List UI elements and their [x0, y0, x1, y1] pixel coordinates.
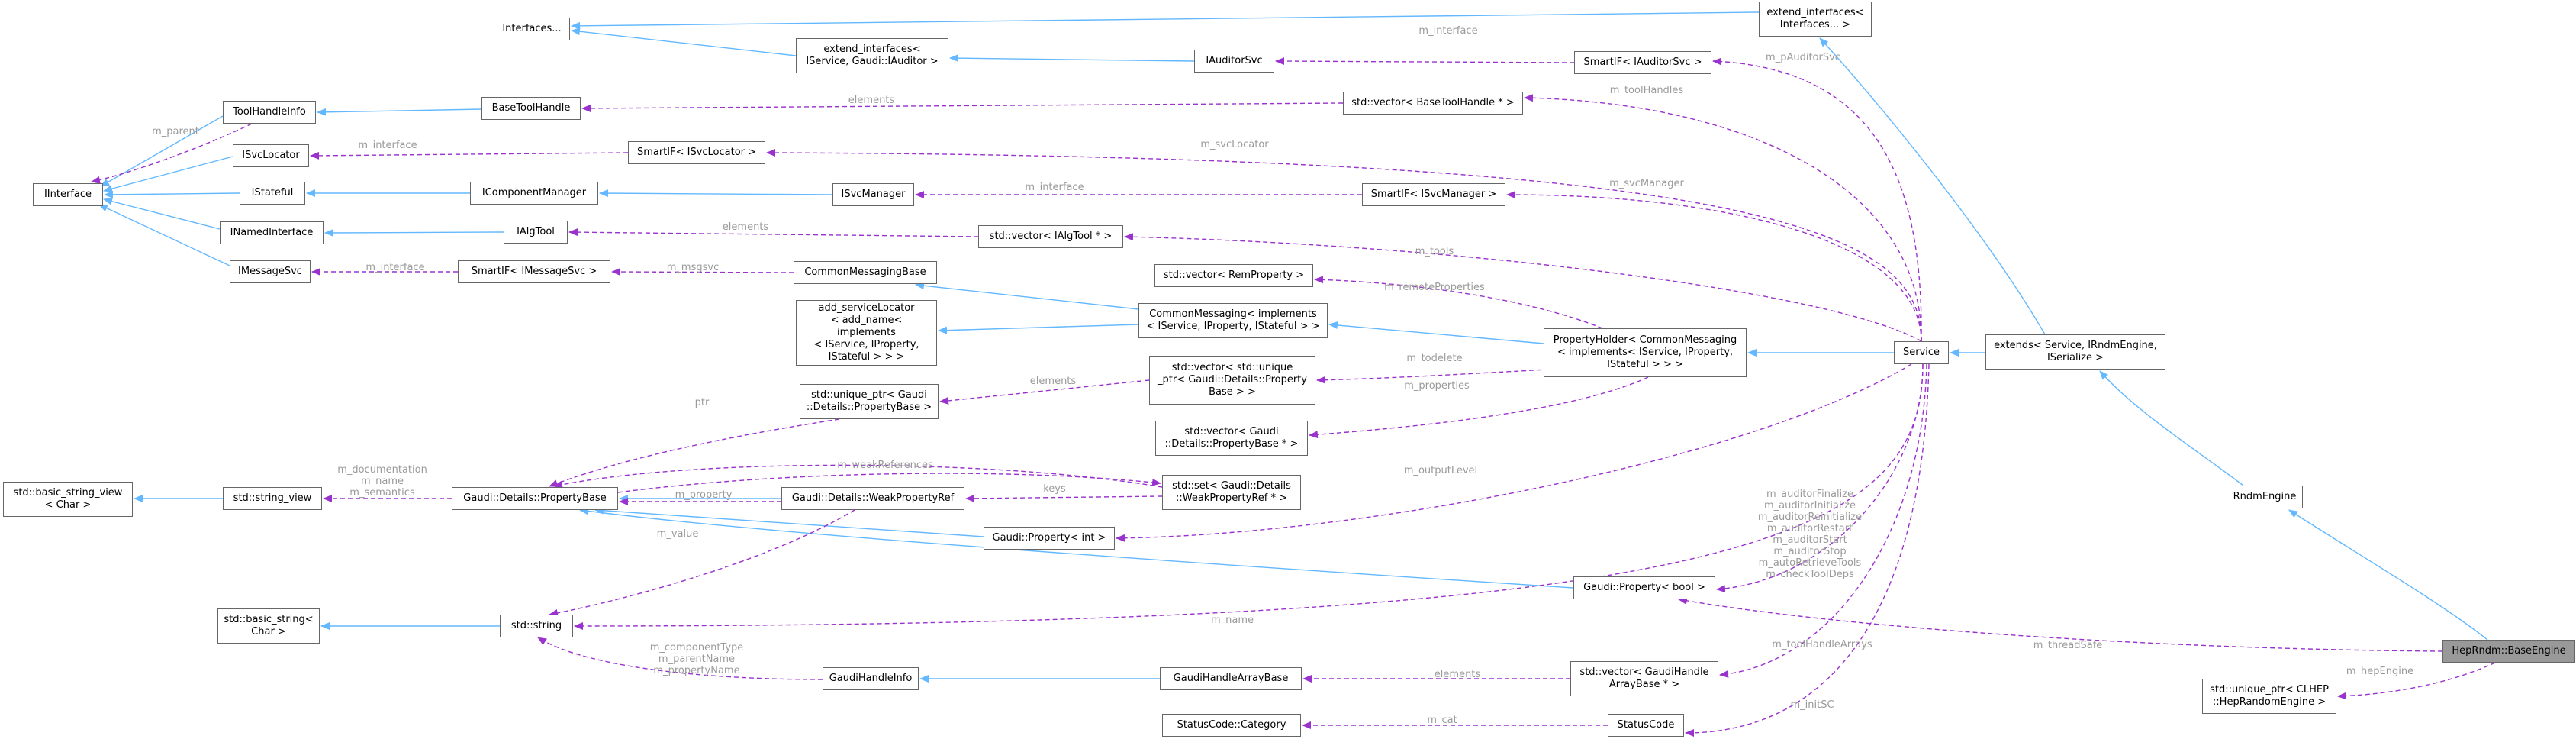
- node-std-string[interactable]: std::string: [500, 615, 573, 637]
- usage-edge-uptr-heprandomengine-to-baseengine: [2337, 662, 2496, 700]
- node-heprndm-baseengine[interactable]: HepRndm::BaseEngine: [2442, 640, 2575, 663]
- node-iinterface[interactable]: IInterface: [33, 183, 103, 206]
- node-inamedinterface[interactable]: INamedInterface: [220, 221, 324, 244]
- node-smartif-isvcmanager[interactable]: SmartIF< ISvcManager >: [1362, 183, 1505, 206]
- node-vector-gaudihandlearraybase[interactable]: std::vector< GaudiHandle ArrayBase * >: [1570, 661, 1718, 696]
- inheritance-edge-iauditorsvc-to-extend-iaud: [949, 54, 1195, 63]
- node-isvclocator[interactable]: ISvcLocator: [233, 144, 309, 167]
- node-weakpropertyref[interactable]: Gaudi::Details::WeakPropertyRef: [781, 487, 964, 510]
- usage-edge-smartif-aud-to-iauditorsvc: [1275, 57, 1575, 66]
- node-basetoolhandle[interactable]: BaseToolHandle: [481, 97, 581, 120]
- node-gaudihandlearraybase[interactable]: GaudiHandleArrayBase: [1160, 667, 1302, 690]
- usage-edge-statuscode-to-service: [1685, 363, 1930, 737]
- node-smartif-imessagesvc[interactable]: SmartIF< IMessageSvc >: [458, 260, 610, 283]
- inheritance-edge-isvclocator-to-iinterface: [103, 156, 233, 193]
- node-string-view[interactable]: std::string_view: [223, 487, 322, 510]
- node-add-servicelocator[interactable]: add_serviceLocator < add_name< implement…: [796, 300, 937, 366]
- usage-edge-property-bool-to-service: [1716, 363, 1924, 593]
- inheritance-edge-istateful-to-iinterface: [104, 190, 240, 198]
- node-vector-basetoolhandle[interactable]: std::vector< BaseToolHandle * >: [1343, 92, 1523, 115]
- node-toolhandleinfo[interactable]: ToolHandleInfo: [223, 101, 316, 124]
- usage-edge-vec-basetoolhandle-to-service: [1524, 94, 1922, 342]
- node-imessagesvc[interactable]: IMessageSvc: [230, 260, 311, 283]
- usage-edge-std-string-to-gaudihandleinfo: [537, 637, 823, 680]
- node-extend-interfaces-generic[interactable]: extend_interfaces< Interfaces... >: [1759, 2, 1872, 37]
- usage-edge-std-string-to-weakpropertyref: [549, 509, 855, 617]
- usage-edge-propertybase-to-uptr-propbase: [549, 418, 840, 487]
- usage-edge-vec-ialgtool-to-service: [1124, 233, 1922, 342]
- inheritance-edge-imessagesvc-to-iinterface: [98, 204, 230, 266]
- node-uniqueptr-propertybase[interactable]: std::unique_ptr< Gaudi ::Details::Proper…: [800, 384, 939, 419]
- usage-edge-vec-gha-to-service: [1719, 363, 1927, 678]
- usage-edge-iauditorsvc-to-service: [1712, 57, 1922, 342]
- node-isvcmanager[interactable]: ISvcManager: [832, 183, 914, 206]
- usage-edge-smartif-mgr-to-service: [1506, 191, 1922, 342]
- inheritance-edge-extends-service-to-extendgen: [1819, 37, 2046, 335]
- usage-edge-smartif-loc-to-isvclocator: [310, 151, 629, 160]
- usage-edge-vec-remproperty-to-propertyholder: [1314, 276, 1603, 329]
- node-set-weakpropertyref[interactable]: std::set< Gaudi::Details ::WeakPropertyR…: [1162, 475, 1301, 510]
- node-gaudihandleinfo[interactable]: GaudiHandleInfo: [823, 667, 919, 690]
- node-basic-string-view[interactable]: std::basic_string_view < Char >: [3, 482, 133, 517]
- inheritance-edge-property-int-to-propertybase: [594, 506, 984, 537]
- usage-edge-set-weak-to-weakpropertyref: [965, 494, 1163, 502]
- node-vector-propertybase[interactable]: std::vector< Gaudi ::Details::PropertyBa…: [1155, 421, 1308, 456]
- usage-edge-property-bool-to-baseengine: [1678, 596, 2443, 652]
- usage-edge-vec-propbase-to-propertyholder: [1309, 376, 1649, 439]
- node-commonmessaging[interactable]: CommonMessaging< implements < IService, …: [1138, 303, 1328, 338]
- node-service[interactable]: Service: [1894, 341, 1949, 364]
- usage-edge-propertybase-to-set-weak: [617, 473, 1161, 493]
- inheritance-edge-basetoolhandle-to-toolhandleinfo: [317, 108, 482, 116]
- node-icomponentmanager[interactable]: IComponentManager: [470, 182, 598, 205]
- inheritance-edge-commonmessaging-to-commonmessagingbase: [915, 282, 1139, 310]
- inheritance-edge-ialgtool-to-inamedinterface: [324, 228, 504, 237]
- node-property-bool[interactable]: Gaudi::Property< bool >: [1573, 576, 1715, 599]
- usage-edge-vec-ialgtool-to-ialgtool: [568, 228, 979, 237]
- node-extends-service[interactable]: extends< Service, IRndmEngine, ISerializ…: [1985, 334, 2165, 370]
- node-rndmengine[interactable]: RndmEngine: [2227, 486, 2303, 508]
- node-vector-remproperty[interactable]: std::vector< RemProperty >: [1154, 264, 1313, 287]
- node-ialgtool[interactable]: IAlgTool: [504, 221, 568, 244]
- usage-edge-set-weak-to-propertybase: [553, 464, 1163, 489]
- inheritance-edge-baseengine-to-rndmengine: [2288, 509, 2488, 641]
- node-smartif-isvclocator[interactable]: SmartIF< ISvcLocator >: [628, 141, 765, 164]
- node-statuscode[interactable]: StatusCode: [1608, 714, 1684, 737]
- inheritance-edge-propertyholder-to-commonmessaging: [1328, 321, 1544, 344]
- usage-edge-vec-basetoolhandle-to-basetoolhandle: [581, 102, 1344, 112]
- node-property-int[interactable]: Gaudi::Property< int >: [984, 527, 1115, 550]
- inheritance-edge-extend-iaud-to-interfaces: [571, 27, 797, 56]
- node-vector-ialgtool[interactable]: std::vector< IAlgTool * >: [978, 225, 1123, 248]
- node-iauditorsvc[interactable]: IAuditorSvc: [1194, 50, 1274, 73]
- inheritance-edge-rndmengine-to-extends-service: [2099, 370, 2244, 486]
- node-smartif-iauditorsvc[interactable]: SmartIF< IAuditorSvc >: [1574, 51, 1711, 74]
- node-interfaces[interactable]: Interfaces...: [494, 18, 570, 40]
- node-propertyholder[interactable]: PropertyHolder< CommonMessaging < implem…: [1544, 328, 1747, 377]
- inheritance-edge-extendgen-to-interfaces: [571, 11, 1760, 30]
- usage-edge-smartif-loc-to-service: [766, 149, 1922, 342]
- usage-edge-uptr-propbase-to-vec-uptr: [939, 379, 1150, 405]
- node-statuscode-category[interactable]: StatusCode::Category: [1162, 714, 1301, 737]
- node-extend-interfaces-iservice-iauditor[interactable]: extend_interfaces< IService, Gaudi::IAud…: [796, 38, 948, 73]
- usage-edge-vec-uptr-to-propertyholder: [1316, 364, 1634, 384]
- node-uniqueptr-heprandomengine[interactable]: std::unique_ptr< CLHEP ::HepRandomEngine…: [2202, 679, 2336, 714]
- node-commonmessagingbase[interactable]: CommonMessagingBase: [794, 261, 937, 284]
- node-basic-string[interactable]: std::basic_string< Char >: [217, 608, 320, 644]
- node-istateful[interactable]: IStateful: [240, 182, 305, 205]
- usage-edge-toolhandleinfo-to-iinterface-parent: [91, 123, 253, 184]
- inheritance-edge-inamedinterface-to-iinterface: [103, 197, 221, 230]
- usage-edge-commonmessagingbase-to-smartif-msg: [611, 268, 794, 276]
- node-vector-uniqueptr-propertybase[interactable]: std::vector< std::unique _ptr< Gaudi::De…: [1149, 356, 1315, 405]
- usage-edge-std-string-to-service: [574, 363, 1924, 630]
- inheritance-edge-isvcmanager-to-icomponentmanager: [599, 189, 833, 198]
- inheritance-edge-commonmessaging-to-add-servicelocator: [938, 324, 1139, 334]
- node-propertybase[interactable]: Gaudi::Details::PropertyBase: [452, 487, 618, 510]
